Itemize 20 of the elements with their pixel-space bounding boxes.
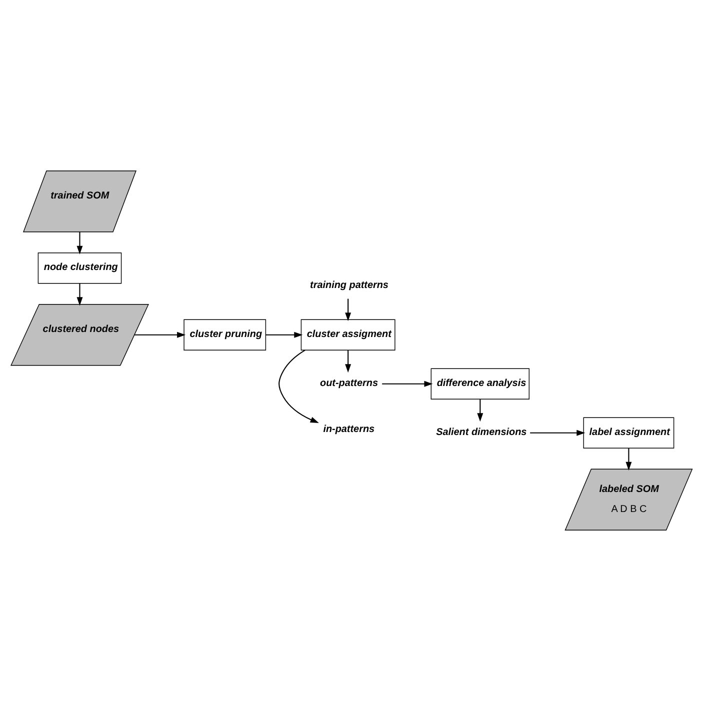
node-text: in-patterns: [323, 424, 375, 435]
node-text: Salient dimensions: [436, 426, 527, 438]
arrow: [76, 232, 83, 254]
arrow: [530, 430, 586, 436]
arrow: [134, 332, 186, 338]
arrow: [345, 298, 352, 322]
node-box: cluster pruning: [184, 319, 266, 350]
arrow: [345, 350, 352, 373]
arrow: [76, 284, 83, 306]
node-box: difference analysis: [430, 368, 530, 400]
node-text: out-patterns: [320, 378, 378, 389]
arrow: [278, 350, 319, 424]
arrow: [477, 399, 484, 422]
arrow: [382, 380, 433, 387]
node-box: node clustering: [38, 252, 122, 284]
node-box: label assignment: [583, 417, 674, 448]
arrow: [626, 448, 632, 470]
node-box: cluster assigment: [300, 319, 396, 350]
arrow: [266, 332, 303, 338]
node-text: training patterns: [310, 280, 388, 291]
